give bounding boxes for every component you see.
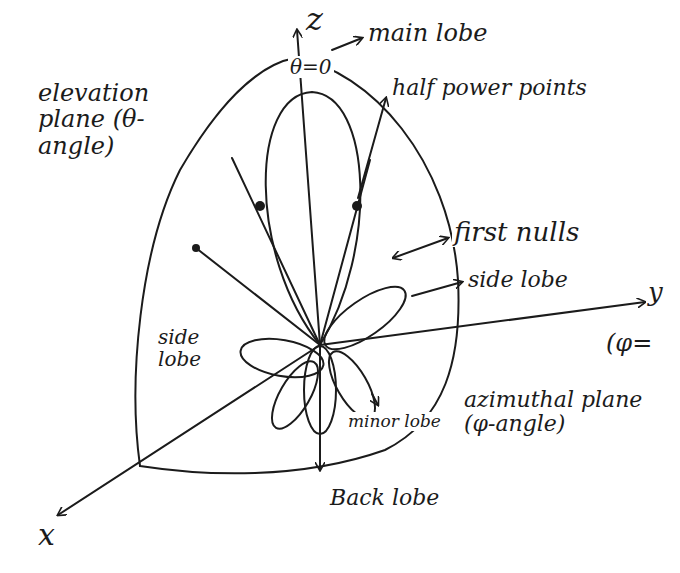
callout-label: first nulls xyxy=(452,218,581,247)
leader-arrow xyxy=(393,238,448,258)
angle-label: θ=0 xyxy=(288,56,334,78)
half-power-line xyxy=(320,160,370,345)
angle-label: (φ= xyxy=(604,330,654,356)
leader-arrow xyxy=(372,394,378,405)
half-power-line xyxy=(232,158,320,345)
x-axis xyxy=(58,345,320,515)
null-point xyxy=(192,244,200,252)
callout-label: side lobe xyxy=(466,268,570,292)
minor-lobe xyxy=(263,355,327,436)
leader-arrow xyxy=(412,282,462,296)
plane-outline xyxy=(136,58,459,473)
callout-label: minor lobe xyxy=(346,412,443,431)
callout-label: Back lobe xyxy=(328,486,441,510)
plane-label: elevation plane (θ-angle) xyxy=(36,80,170,159)
axis-label: z xyxy=(304,2,325,37)
plane-label: azimuthal plane (φ-angle) xyxy=(462,388,671,436)
side-lobe xyxy=(238,333,327,383)
callout-label: main lobe xyxy=(366,20,490,46)
axis-label: x xyxy=(36,518,57,551)
leader-arrow xyxy=(358,98,386,198)
y-axis xyxy=(320,302,645,345)
axis-label: y xyxy=(646,278,665,307)
main-lobe xyxy=(266,92,361,345)
side-lobe xyxy=(315,276,414,361)
half-power-point xyxy=(255,201,265,211)
callout-label: side lobe xyxy=(156,326,230,370)
leader-arrow xyxy=(332,38,362,50)
half-power-point xyxy=(352,201,362,211)
back-lobe-arrow xyxy=(319,345,321,470)
callout-label: half power points xyxy=(390,76,589,100)
